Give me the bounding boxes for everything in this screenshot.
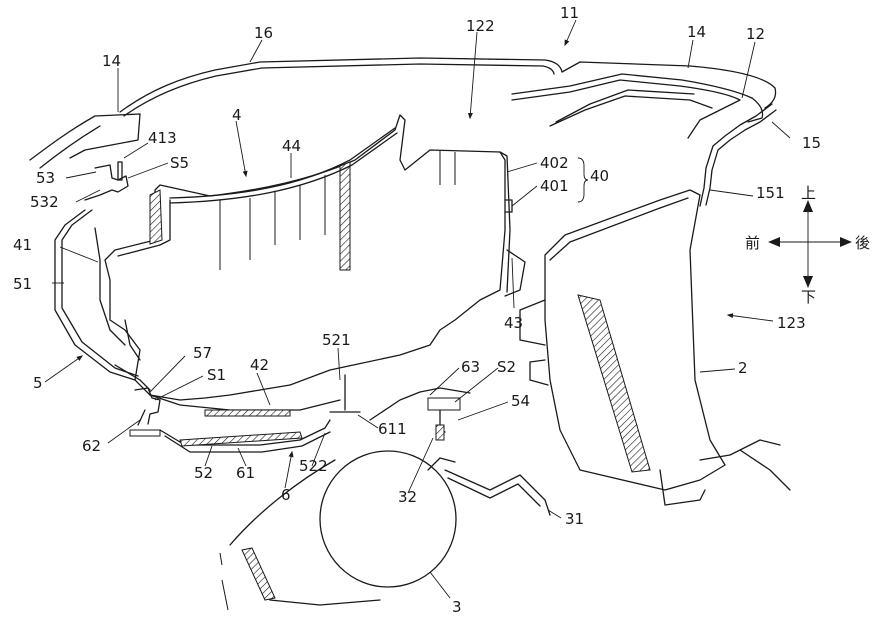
component-2: [544, 189, 726, 491]
direction-indicator: 上 下 前 後: [745, 184, 870, 306]
label-5: 5: [33, 374, 43, 392]
label-53: 53: [36, 169, 55, 187]
label-62: 62: [82, 437, 101, 455]
dir-rear-label: 後: [855, 234, 870, 252]
label-40: 40: [590, 167, 609, 185]
label-14-right: 14: [687, 23, 706, 41]
label-12: 12: [746, 25, 765, 43]
label-123: 123: [777, 314, 806, 332]
label-522: 522: [299, 457, 328, 475]
label-43: 43: [504, 314, 523, 332]
label-51: 51: [13, 275, 32, 293]
label-611: 611: [378, 420, 407, 438]
dir-front-label: 前: [745, 234, 760, 252]
label-6: 6: [281, 486, 291, 504]
label-52: 52: [194, 464, 213, 482]
label-11: 11: [560, 4, 579, 22]
label-54: 54: [511, 392, 530, 410]
label-14-left: 14: [102, 52, 121, 70]
label-57: 57: [193, 344, 212, 362]
label-413: 413: [148, 129, 177, 147]
label-4: 4: [232, 106, 242, 124]
label-15: 15: [802, 134, 821, 152]
housing-outline: [104, 114, 506, 401]
label-151: 151: [756, 184, 785, 202]
label-16: 16: [254, 24, 273, 42]
brace-40: [577, 157, 589, 203]
dir-down-label: 下: [801, 288, 816, 306]
reflector-44: [169, 127, 396, 199]
leader-lines: [44, 19, 791, 599]
label-S2: S2: [497, 358, 516, 376]
dir-up-label: 上: [801, 184, 816, 202]
label-63: 63: [461, 358, 480, 376]
label-532: 532: [30, 193, 59, 211]
label-402: 402: [540, 154, 569, 172]
label-S1: S1: [207, 366, 226, 384]
label-31: 31: [565, 510, 584, 528]
label-S5: S5: [170, 154, 189, 172]
label-61: 61: [236, 464, 255, 482]
label-41: 41: [13, 236, 32, 254]
label-122: 122: [466, 17, 495, 35]
reference-labels: 11 16 122 14 14 12 4 44 413 S5 53 532 15…: [13, 4, 821, 616]
label-521: 521: [322, 331, 351, 349]
label-2: 2: [738, 359, 748, 377]
fan-3: [319, 450, 457, 588]
label-42: 42: [250, 356, 269, 374]
label-3: 3: [452, 598, 462, 616]
label-44: 44: [282, 137, 301, 155]
cover-outline: [119, 57, 777, 113]
label-401: 401: [540, 177, 569, 195]
drawing-body: [29, 57, 791, 611]
label-32: 32: [398, 488, 417, 506]
